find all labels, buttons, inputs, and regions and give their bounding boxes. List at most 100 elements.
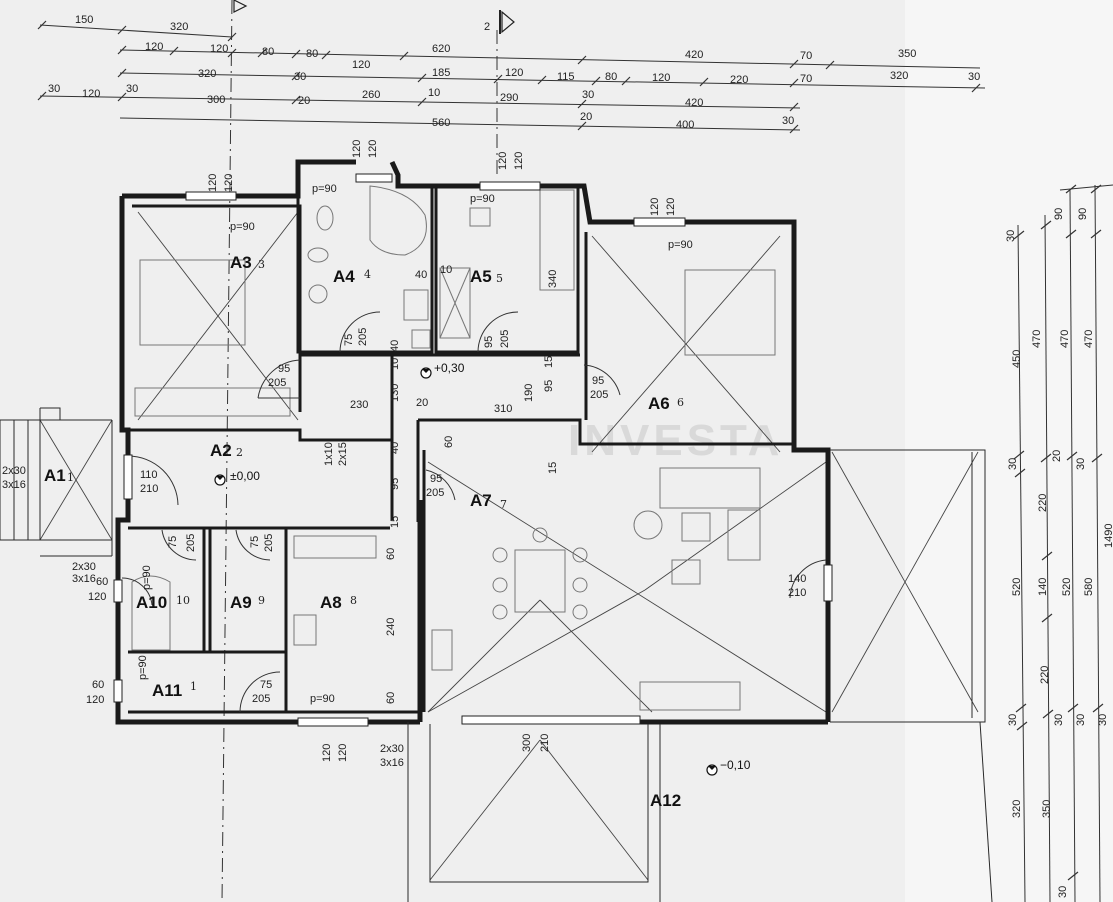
right-dim-c2-0: 470 xyxy=(1031,330,1043,348)
top-dim-r3-3: 120 xyxy=(505,67,523,79)
dim-a2-1x10: 1x10 xyxy=(323,442,335,466)
room-sub-a8: 8 xyxy=(350,594,357,607)
top-dim-r3-9: 320 xyxy=(890,70,908,82)
room-label-a8: A8 xyxy=(320,593,342,612)
d-a6-h: 205 xyxy=(590,389,608,401)
level-corridor: +0,30 xyxy=(434,361,465,375)
room-sub-a2: 2 xyxy=(236,446,243,459)
level-terrace: −0,10 xyxy=(720,758,751,772)
room-sub-a9: 9 xyxy=(258,594,265,607)
watermark: INVESTA xyxy=(568,416,783,465)
room-label-a9: A9 xyxy=(230,593,252,612)
d-a9-w: 75 xyxy=(249,536,261,548)
room-sub-a4: 4 xyxy=(364,268,371,281)
right-dim-c1-2: 30 xyxy=(1007,458,1019,470)
dim-corr-10: 10 xyxy=(389,358,401,370)
w-a5-p: p=90 xyxy=(470,193,495,205)
w-a3-p: p=90 xyxy=(230,221,255,233)
w-a5-a: 120 xyxy=(497,152,509,170)
paper-margin xyxy=(905,0,1113,902)
room-label-a11: A11 xyxy=(152,681,182,700)
top-dim-r3-10: 30 xyxy=(968,71,980,83)
right-dim-c1-1: 450 xyxy=(1011,350,1023,368)
dim-a2-95: 95 xyxy=(389,478,401,490)
right-dim-c1-3: 520 xyxy=(1011,578,1023,596)
d-a3-w: 95 xyxy=(278,363,290,375)
right-dimensions: 30 450 30 520 30 320 470 20 220 140 220 … xyxy=(1005,184,1113,902)
d-entry-h: 210 xyxy=(140,483,158,495)
top-dim-r4-6: 10 xyxy=(428,87,440,99)
d-a6-w: 95 xyxy=(592,375,604,387)
room-label-a7: A7 xyxy=(470,491,492,510)
dim-corr-15: 15 xyxy=(543,356,555,368)
top-dim-r2-0: 120 xyxy=(145,41,163,53)
top-dim-r3-2: 185 xyxy=(432,67,450,79)
right-dim-c2-3: 140 xyxy=(1037,578,1049,596)
top-dim-r4-9: 420 xyxy=(685,97,703,109)
right-dim-c2-1: 20 xyxy=(1051,450,1063,462)
right-dim-c4-1: 470 xyxy=(1083,330,1095,348)
steps-south-tread: 3x16 xyxy=(380,757,404,769)
w-a3-a: 120 xyxy=(207,174,219,192)
w-a5-b: 120 xyxy=(513,152,525,170)
w-a7-b: 210 xyxy=(539,734,551,752)
top-dim-r3-4: 115 xyxy=(557,71,575,83)
d-a5-h: 205 xyxy=(499,330,511,348)
d-a10-w: 75 xyxy=(167,536,179,548)
w-a11-p: p=90 xyxy=(137,655,149,680)
level-hall: ±0,00 xyxy=(230,469,260,483)
top-dim-r2-5: 620 xyxy=(432,43,450,55)
d-a10-h: 205 xyxy=(185,534,197,552)
d-a7-w: 95 xyxy=(430,473,442,485)
w-a4-b: 120 xyxy=(367,140,379,158)
dim-a7-60: 60 xyxy=(443,436,455,448)
dim-a7-15: 15 xyxy=(547,462,559,474)
right-dim-c3-5: 30 xyxy=(1057,886,1069,898)
w-a8-b: 120 xyxy=(337,744,349,762)
top-dim-r4-2: 30 xyxy=(126,83,138,95)
w-a6-p: p=90 xyxy=(668,239,693,251)
dim-a5-340: 340 xyxy=(547,270,559,288)
room-label-a1: A1 xyxy=(44,466,66,485)
dim-corr-190: 190 xyxy=(523,384,535,402)
right-dim-c2-4: 220 xyxy=(1039,666,1051,684)
top-dim-r4-5: 260 xyxy=(362,89,380,101)
furniture xyxy=(131,185,776,711)
top-dim-r3-1: 30 xyxy=(294,71,306,83)
opening-labels: 120 120 p=90 120 120 p=90 120 120 p=90 1… xyxy=(86,140,806,762)
right-dim-c4-2: 580 xyxy=(1083,578,1095,596)
steps-south-rise: 2x30 xyxy=(380,743,404,755)
top-dim-r2-4: 120 xyxy=(352,59,370,71)
dim-a8-60b: 60 xyxy=(385,692,397,704)
top-dim-r2-2: 80 xyxy=(262,46,274,58)
top-dim-r2-8: 350 xyxy=(898,48,916,60)
top-dim-r4-1: 120 xyxy=(82,88,100,100)
top-dim-r5-2: 400 xyxy=(676,119,694,131)
d-a11-w: 75 xyxy=(260,679,272,691)
room-label-a6: A6 xyxy=(648,394,670,413)
w-a6-b: 120 xyxy=(665,198,677,216)
d-a7-side-w: 140 xyxy=(788,573,806,585)
dim-corr-40: 40 xyxy=(389,340,401,352)
d-a3-h: 205 xyxy=(268,377,286,389)
room-sub-a11: 1 xyxy=(190,680,197,693)
room-label-a3: A3 xyxy=(230,253,252,272)
w-a10-p: p=90 xyxy=(141,565,153,590)
entry-steps: 2x30 3x16 2x30 3x16 xyxy=(0,407,113,585)
right-dim-c4-0: 90 xyxy=(1077,208,1089,220)
top-dim-r3-7: 220 xyxy=(730,74,748,86)
right-dim-c4-3: 30 xyxy=(1097,714,1109,726)
dim-a8-60a: 60 xyxy=(385,548,397,560)
dim-a2-15: 15 xyxy=(389,516,401,528)
top-dim-r4-0: 30 xyxy=(48,83,60,95)
w-a4-a: 120 xyxy=(351,140,363,158)
top-dim-r5-3: 30 xyxy=(782,115,794,127)
door-swings xyxy=(121,311,827,713)
top-dim-r2-6: 420 xyxy=(685,49,703,61)
w-a10-b: 120 xyxy=(88,591,106,603)
room-labels: A3 3 A4 4 A5 5 A6 6 A2 2 A1 1 A7 7 A8 8 … xyxy=(44,253,684,810)
dim-corr-310: 310 xyxy=(494,403,512,415)
right-dim-total: 1490 xyxy=(1103,524,1113,548)
steps-a1-rise: 2x30 xyxy=(2,465,26,477)
